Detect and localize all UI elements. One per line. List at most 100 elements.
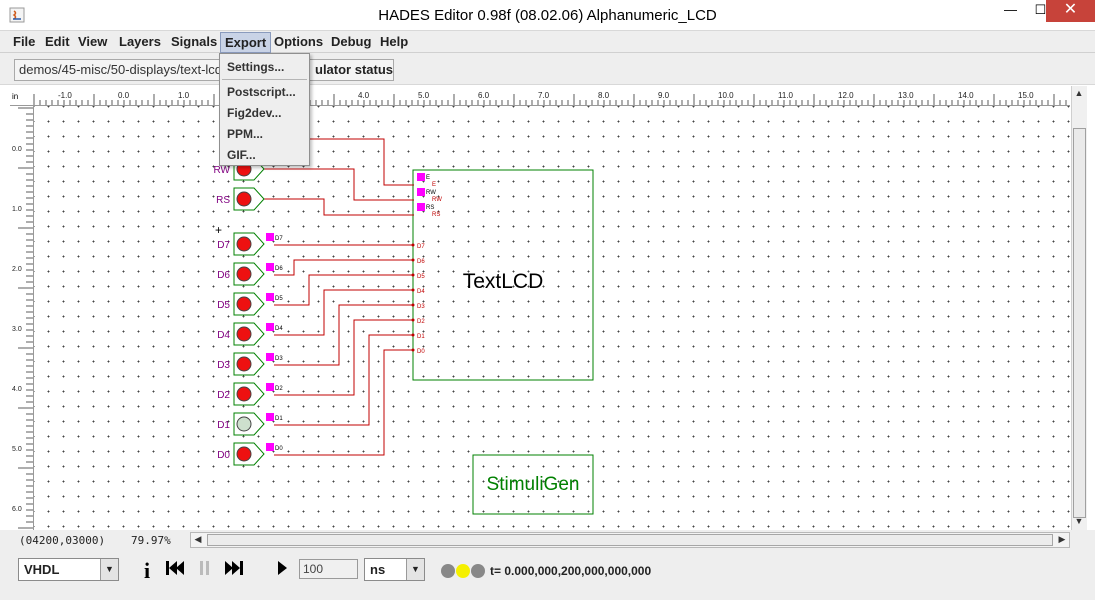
info-button[interactable]: i (143, 558, 151, 583)
wire (264, 168, 414, 201)
input-switch-rs[interactable]: RS (216, 187, 265, 211)
input-label: D5 (217, 300, 230, 311)
chevron-down-icon[interactable]: ▼ (100, 559, 118, 580)
ruler-left-label: 4.0 (12, 386, 22, 393)
menu-signals[interactable]: Signals (171, 34, 218, 49)
menu-edit[interactable]: Edit (45, 34, 70, 49)
minimize-button[interactable]: — (1004, 2, 1017, 17)
pin-label: D2 (275, 386, 283, 392)
left-ruler-ticks: 0.01.02.03.04.05.06.0 (12, 107, 33, 529)
wire (274, 349, 414, 456)
input-label: D6 (217, 270, 230, 281)
time-unit-select[interactable]: ns ▼ (364, 558, 425, 581)
window-title: HADES Editor 0.98f (08.02.06) Alphanumer… (378, 7, 717, 24)
vertical-scroll-thumb[interactable] (1073, 128, 1086, 518)
time-value-input[interactable]: 100 (299, 559, 358, 579)
pin-label: D5 (275, 296, 283, 302)
lcd-port-name: RW (432, 197, 442, 203)
lcd-data-port (411, 333, 415, 337)
ruler-top-label: 13.0 (898, 91, 914, 100)
top-ruler: in -1.00.01.02.03.04.05.06.07.08.09.010.… (10, 88, 1070, 106)
chevron-down-icon[interactable]: ▼ (406, 559, 424, 580)
schematic-drawing[interactable]: TextLCD StimuliGen + RWRSD7D7D6D6D5D5D4D… (34, 106, 1070, 530)
menu-bar: File Edit View Layers Signals Export Opt… (0, 31, 1095, 53)
export-fig2dev-item[interactable]: Fig2dev... (227, 106, 282, 120)
pause-button[interactable] (194, 558, 216, 582)
lcd-data-label: D3 (417, 304, 425, 310)
simulation-time: t= 0.000,000,200,000,000,000 (490, 564, 652, 578)
menu-export[interactable]: Export (220, 32, 272, 53)
language-select[interactable]: VHDL ▼ (18, 558, 119, 581)
menu-options[interactable]: Options (274, 34, 324, 49)
java-app-icon[interactable] (9, 7, 25, 23)
wire (264, 198, 414, 216)
scroll-up-arrow[interactable]: ▲ (1074, 88, 1084, 98)
lcd-data-port (411, 243, 415, 247)
maximize-button[interactable]: ☐ (1034, 2, 1047, 17)
ruler-left-label: 2.0 (12, 266, 22, 273)
simulator-status-label: ulator status (315, 62, 394, 77)
pin-label: D3 (275, 356, 283, 362)
stimuligen-box[interactable] (472, 454, 594, 515)
wire (274, 274, 414, 306)
ruler-top-label: 12.0 (838, 91, 854, 100)
lcd-port-marker (417, 173, 425, 181)
horizontal-scroll-thumb[interactable] (207, 534, 1053, 546)
switch-led (236, 236, 252, 252)
lcd-data-label: D1 (417, 334, 425, 340)
lcd-data-port (411, 273, 415, 277)
close-button[interactable]: ✕ (1046, 0, 1095, 22)
lcd-port-name: RS (432, 212, 440, 218)
menu-view[interactable]: View (78, 34, 108, 49)
export-ppm-item[interactable]: PPM... (227, 127, 264, 141)
export-postscript-item[interactable]: Postscript... (227, 85, 296, 99)
scroll-right-arrow[interactable]: ▶ (1058, 534, 1066, 544)
pin-marker (266, 443, 274, 451)
wire (274, 259, 414, 276)
status-led-3 (471, 564, 485, 578)
textlcd-label: TextLCD (463, 270, 544, 293)
rewind-icon (166, 561, 184, 575)
wire (274, 289, 414, 336)
lcd-port-label: RW (426, 190, 436, 196)
export-settings-item[interactable]: Settings... (227, 60, 285, 74)
ruler-top-label: 7.0 (538, 91, 550, 100)
pin-marker (266, 233, 274, 241)
pin-label: D6 (275, 266, 283, 272)
menu-help[interactable]: Help (380, 34, 409, 49)
ruler-left-label: 3.0 (12, 326, 22, 333)
scroll-left-arrow[interactable]: ◀ (194, 534, 202, 544)
ruler-left-label: 6.0 (12, 506, 22, 513)
horizontal-scrollbar[interactable]: ◀ ▶ (190, 532, 1070, 548)
scroll-down-arrow[interactable]: ▼ (1074, 516, 1084, 526)
switch-led (236, 416, 252, 432)
export-gif-item[interactable]: GIF... (227, 148, 256, 162)
ruler-top-label: 14.0 (958, 91, 974, 100)
menu-debug[interactable]: Debug (331, 34, 372, 49)
lcd-data-label: D5 (417, 274, 425, 280)
lcd-data-label: D0 (417, 349, 425, 355)
fast-forward-button[interactable] (223, 558, 245, 582)
menu-layers[interactable]: Layers (119, 34, 161, 49)
vertical-scrollbar[interactable]: ▲ ▼ (1071, 86, 1087, 530)
ruler-top-label: 15.0 (1018, 91, 1034, 100)
ruler-left-label: 0.0 (12, 146, 22, 153)
wire (274, 319, 414, 396)
rewind-button[interactable] (164, 558, 186, 582)
wire (274, 334, 414, 426)
ruler-top-label: 4.0 (358, 91, 370, 100)
step-button[interactable] (272, 558, 294, 582)
menu-file[interactable]: File (13, 34, 36, 49)
lcd-port-label: E (426, 175, 430, 181)
pin-label: D7 (275, 236, 283, 242)
switch-led (236, 386, 252, 402)
